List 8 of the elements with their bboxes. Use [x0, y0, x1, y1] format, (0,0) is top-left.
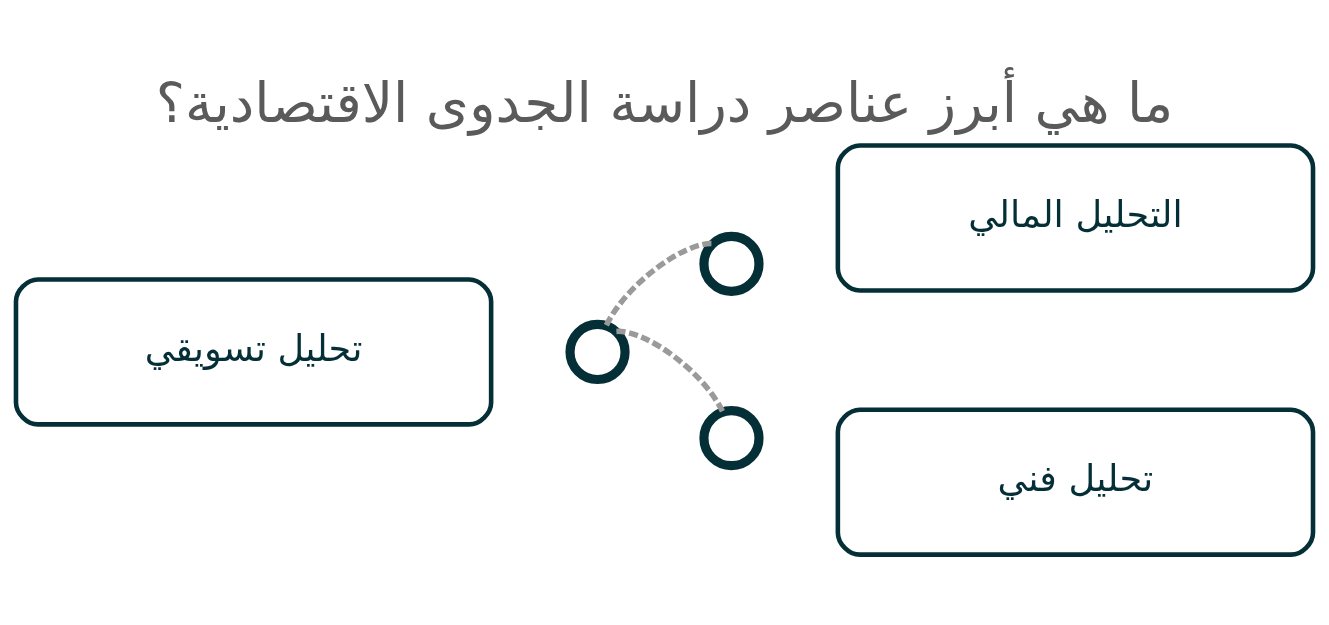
node-circle: [699, 231, 764, 296]
node-box: التحليل المالي: [835, 143, 1316, 293]
node-circle: [699, 406, 764, 471]
connector: [616, 328, 726, 414]
node-circle: [565, 319, 630, 385]
node-box: تحليل فني: [835, 407, 1316, 557]
node-box: تحليل تسويقي: [13, 277, 494, 427]
connector: [603, 240, 713, 327]
